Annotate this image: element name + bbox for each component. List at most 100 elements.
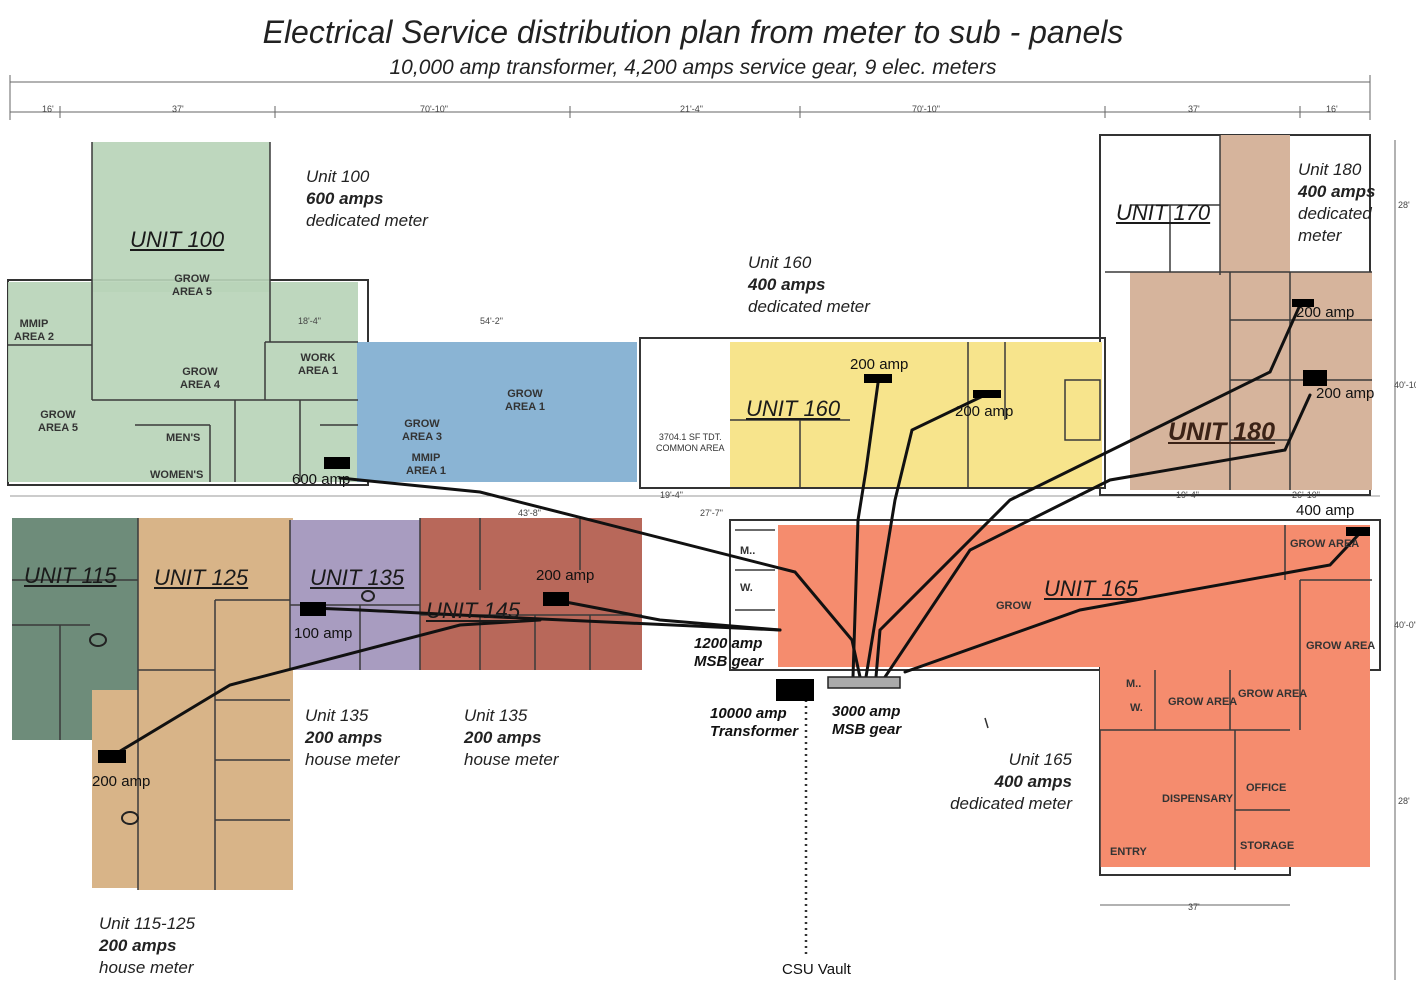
panel-label: 200 amp [536,567,595,584]
dim-label: 18'-4" [298,316,321,326]
room-label: GROW AREA 5 [38,409,78,434]
unit-180-label: UNIT 180 [1168,418,1275,446]
panel-label: 200 amp [1296,304,1355,321]
dim-label: 19'-4" [660,490,683,500]
dim-label: 16' [42,104,54,114]
dim-label: 37' [1188,104,1200,114]
dim-label: 16' [1326,104,1338,114]
meter-note-unit-165: Unit 165 400 amps dedicated meter [936,749,1072,815]
unit-165-area [778,525,1370,667]
meter-unit: Unit 135 [305,706,369,725]
wire-160-b [864,393,987,679]
csu-vault-label: CSU Vault [782,961,851,978]
msb-3000-label: 3000 amp MSB gear [832,703,902,738]
diagram-subtitle: 10,000 amp transformer, 4,200 amps servi… [389,56,997,79]
dim-label: 37' [172,104,184,114]
panel-label: 400 amp [1296,502,1355,519]
meter-type: dedicated meter [748,297,870,316]
unit-165-label: UNIT 165 [1044,576,1139,601]
meter-type: dedicated [1298,204,1372,223]
meter-unit: Unit 100 [306,167,370,186]
meter-note-unit-100: Unit 100 600 amps dedicated meter [306,166,428,232]
panel-135 [300,602,326,616]
meter-type: dedicated meter [950,794,1072,813]
dim-label: 40'-0" [1394,620,1416,630]
meter-unit: Unit 165 [1008,750,1072,769]
service-wires [110,303,1362,758]
meter-type: house meter [99,958,194,977]
panel-180-b [1303,370,1327,386]
dim-label: 26'-10" [1292,490,1320,500]
msb-1200-label: 1200 amp MSB gear [694,635,764,670]
meter-type: house meter [464,750,559,769]
room-label: W. [1130,702,1143,714]
diagram-title: Electrical Service distribution plan fro… [262,14,1124,50]
meter-amps: 400 amps [748,275,826,294]
dim-label: 40'-10" [1394,380,1416,390]
room-label: GROW AREA 1 [505,388,545,413]
meter-unit: Unit 160 [748,253,812,272]
unit-115-label: UNIT 115 [24,563,117,588]
panel-label: 600 amp [292,471,351,488]
unit-100-label: UNIT 100 [130,227,225,252]
panels [98,299,1370,763]
room-label: GROW AREA [1238,688,1308,700]
wire-180-a [874,303,1302,679]
room-label: 3704.1 SF TDT. COMMON AREA [656,432,725,453]
meter-note-unit-135-b: Unit 135 200 amps house meter [464,705,559,771]
room-label: M.. [740,545,756,557]
wire-165 [903,531,1362,674]
room-label: GROW [996,600,1032,612]
meter-unit: Unit 135 [464,706,528,725]
meter-type: meter [1298,226,1342,245]
dim-label: 37' [1188,902,1200,912]
dim-label: 27'-7" [700,508,723,518]
tick-mark [984,717,989,729]
panel-180-a [1292,299,1314,307]
room-label: OFFICE [1246,782,1287,794]
dim-label: 70'-10" [912,104,940,114]
room-label: W. [740,582,753,594]
room-label: M.. [1126,678,1142,690]
panel-165 [1346,527,1370,536]
unit-145-label: UNIT 145 [426,598,521,623]
panel-label: 200 amp [92,773,151,790]
unit-135-label: UNIT 135 [310,565,405,590]
msb-3000-gear [827,676,901,689]
transformer-box [776,679,814,701]
room-label: GROW AREA [1306,640,1376,652]
dim-label: 28' [1398,796,1410,806]
unit-180-area-top [1220,135,1290,275]
wire-160-a [851,381,880,679]
wire-180-b [883,393,1312,679]
meter-note-unit-135-a: Unit 135 200 amps house meter [305,705,400,771]
dim-label: 54'-2" [480,316,503,326]
unit-125-label: UNIT 125 [154,565,249,590]
meter-type: dedicated meter [306,211,428,230]
meter-note-unit-180: Unit 180 400 amps dedicated meter [1298,159,1376,247]
room-label: GROW AREA 5 [172,273,212,298]
dim-label: 28' [1398,200,1410,210]
meter-amps: 600 amps [306,189,384,208]
meter-amps: 200 amps [464,728,542,747]
panel-115 [98,750,126,763]
dim-label: 70'-10" [420,104,448,114]
meter-amps: 200 amps [305,728,383,747]
unit-100-area [92,142,270,292]
panel-label: 200 amp [955,403,1014,420]
unit-145-area [420,518,642,670]
panel-label: 200 amp [1316,385,1375,402]
wire-135 [310,606,782,632]
unit-170-label: UNIT 170 [1116,200,1211,225]
room-label: WORK AREA 1 [298,352,338,377]
unit-areas [8,135,1372,890]
meter-amps: 400 amps [994,772,1073,791]
meter-type: house meter [305,750,400,769]
unit-160-area [730,342,1102,487]
panel-145 [543,592,569,606]
room-label: MMIP AREA 2 [14,318,54,343]
unit-135-area [290,520,422,670]
unit-blue-area [357,342,637,482]
